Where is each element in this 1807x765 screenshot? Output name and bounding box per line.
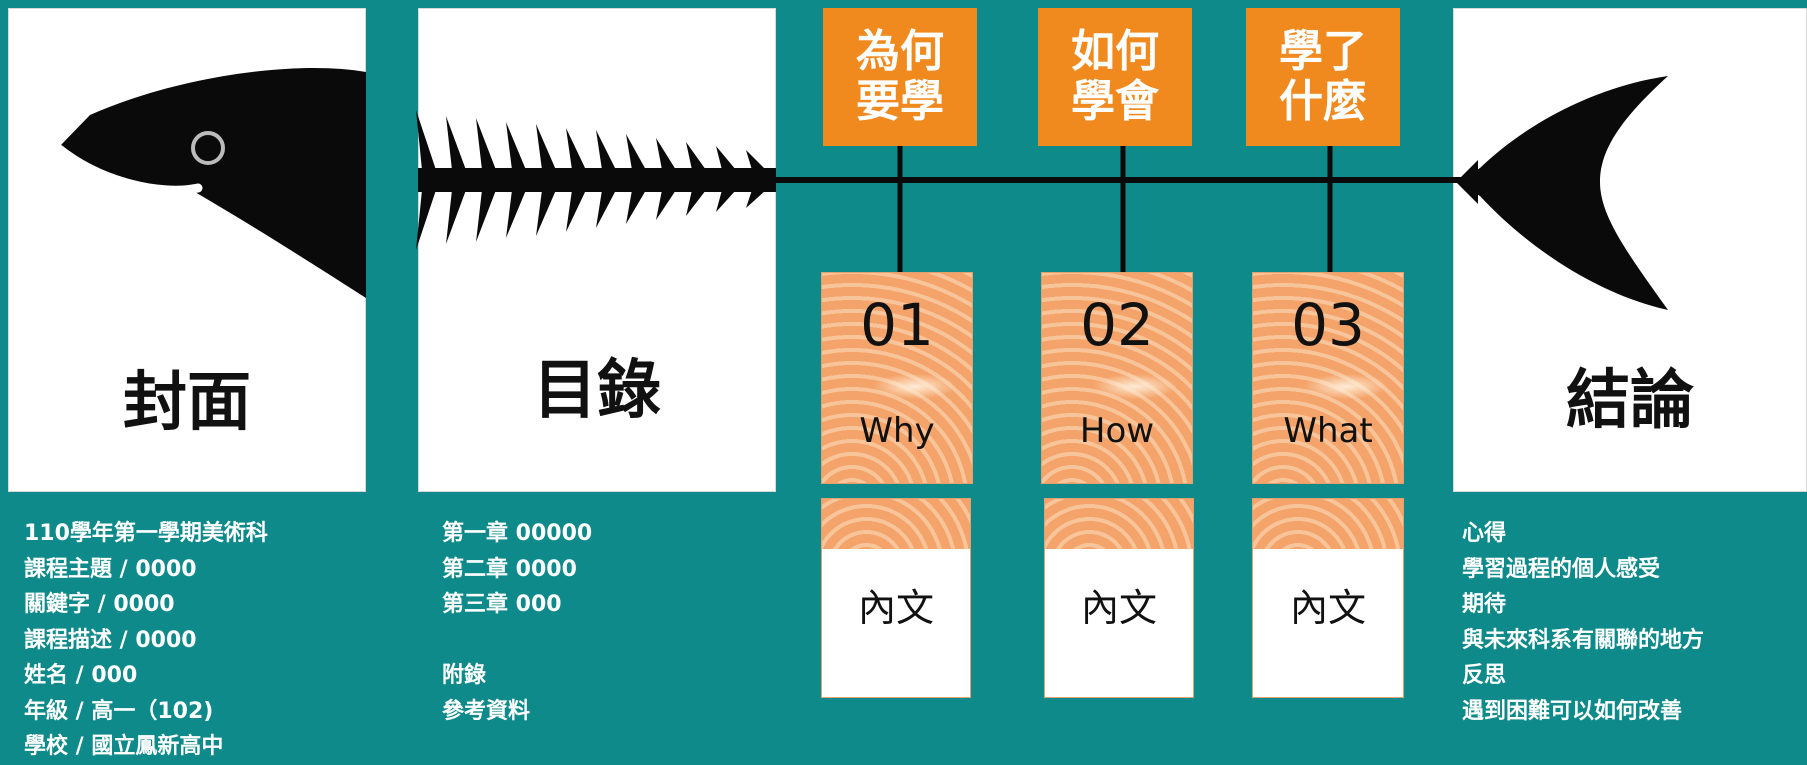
- body-card-how-text: 內文: [1080, 586, 1157, 630]
- question-how-line2: 學會: [1071, 76, 1159, 127]
- fish-spine-core: [418, 168, 776, 192]
- cover-note-6: 年級 / 高一（102): [24, 698, 214, 724]
- question-what-line1: 學了: [1279, 26, 1367, 77]
- body-card-why-text: 內文: [857, 586, 934, 630]
- cover-label: 封面: [123, 366, 251, 440]
- question-box-why: 為何 要學: [823, 8, 977, 146]
- fish-tail-icon: [1456, 76, 1668, 310]
- conclusion-note-5: 反思: [1462, 663, 1507, 688]
- body-card-why-strip: [822, 499, 970, 549]
- conclusion-note-4: 與未來科系有關聯的地方: [1462, 627, 1705, 653]
- cover-note-1: 110學年第一學期美術科: [24, 521, 268, 546]
- cover-note-3: 關鍵字 / 0000: [24, 592, 175, 617]
- toc-note-gap: [442, 623, 592, 659]
- card-what: 03 What: [1252, 272, 1404, 484]
- toc-label: 目錄: [533, 354, 661, 428]
- cover-note-7: 學校 / 國立鳳新高中: [24, 734, 224, 759]
- conclusion-note-6: 遇到困難可以如何改善: [1462, 698, 1683, 724]
- conclusion-note-3: 期待: [1462, 592, 1507, 617]
- conclusion-note-1: 心得: [1462, 521, 1507, 546]
- toc-note-3: 第三章 000: [442, 592, 562, 617]
- conclusion-note-2: 學習過程的個人感受: [1462, 556, 1661, 582]
- toc-note-6: 參考資料: [442, 698, 531, 724]
- body-card-what: 內文: [1252, 498, 1404, 698]
- cover-note-2: 課程主題 / 0000: [24, 556, 197, 582]
- body-card-how: 內文: [1044, 498, 1194, 698]
- toc-note-5: 附錄: [442, 663, 487, 688]
- body-card-what-strip: [1253, 499, 1403, 549]
- body-card-what-text: 內文: [1289, 586, 1366, 630]
- cover-notes: 110學年第一學期美術科 課程主題 / 0000 關鍵字 / 0000 課程描述…: [24, 516, 268, 765]
- card-why-number: 01: [860, 291, 934, 359]
- cover-note-5: 姓名 / 000: [24, 663, 138, 688]
- question-box-what: 學了 什麼: [1246, 8, 1400, 146]
- card-how-number: 02: [1080, 291, 1154, 359]
- question-why-line1: 為何: [856, 26, 944, 77]
- card-what-word: What: [1283, 411, 1373, 451]
- card-why-word: Why: [859, 411, 935, 451]
- question-what-line2: 什麼: [1279, 76, 1367, 127]
- toc-note-1: 第一章 00000: [442, 521, 593, 546]
- body-card-how-strip: [1045, 499, 1193, 549]
- conclusion-label: 結論: [1566, 364, 1694, 438]
- body-card-why: 內文: [821, 498, 971, 698]
- cover-note-4: 課程描述 / 0000: [24, 627, 197, 653]
- question-why-line2: 要學: [856, 76, 944, 127]
- question-box-how: 如何 學會: [1038, 8, 1192, 146]
- question-how-line1: 如何: [1071, 26, 1159, 77]
- card-why: 01 Why: [821, 272, 973, 484]
- card-how: 02 How: [1041, 272, 1193, 484]
- toc-notes: 第一章 00000 第二章 0000 第三章 000 附錄 參考資料: [442, 516, 592, 729]
- card-how-word: How: [1079, 411, 1155, 451]
- fish-ribs: [416, 110, 766, 250]
- card-what-number: 03: [1291, 291, 1365, 359]
- toc-panel: 目錄: [418, 8, 776, 492]
- fish-head-icon: [53, 67, 366, 298]
- conclusion-notes: 心得 學習過程的個人感受 期待 與未來科系有關聯的地方 反思 遇到困難可以如何改…: [1462, 516, 1704, 729]
- toc-note-2: 第二章 0000: [442, 556, 577, 582]
